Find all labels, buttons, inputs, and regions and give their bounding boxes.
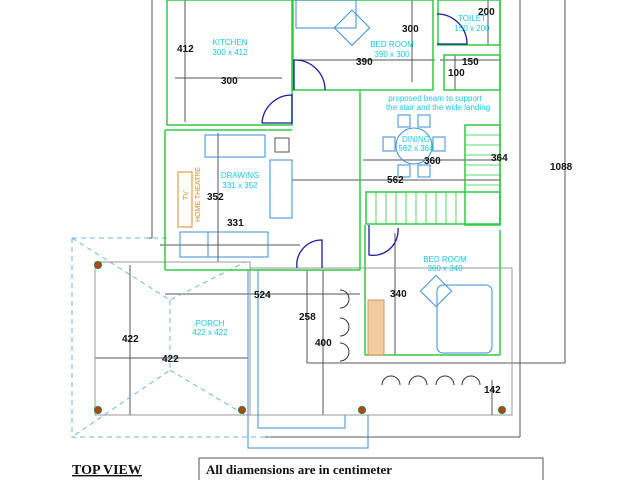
dim-524: 524	[254, 290, 271, 301]
bed-top	[295, 0, 357, 29]
dim-331: 331	[227, 218, 244, 229]
doors	[261, 13, 468, 269]
home-theatre-label: HOME THEATRE	[195, 167, 202, 222]
drawing-label: DRAWING	[221, 171, 259, 180]
bedroom-top-label: BED ROOM	[370, 40, 414, 49]
dim-258: 258	[299, 312, 316, 323]
dining-size: 562 x 364	[398, 144, 434, 153]
seating	[339, 289, 481, 386]
dim-150: 150	[462, 57, 479, 68]
dim-1088: 1088	[550, 162, 573, 173]
tv-unit	[177, 171, 193, 228]
dim-100: 100	[448, 68, 465, 79]
dim-412: 412	[177, 44, 194, 55]
dim-360: 360	[424, 156, 441, 167]
beam-note-line2: the stair and the wide landing	[386, 103, 490, 112]
bedroom-top-size: 390 x 300	[374, 50, 410, 59]
bedroom-bottom-size: 360 x 340	[427, 264, 463, 273]
kitchen-label: KITCHEN	[212, 38, 247, 47]
bedroom-bottom-label: BED ROOM	[423, 255, 467, 264]
dim-364: 364	[491, 153, 508, 164]
outline-lines	[95, 0, 566, 438]
drawing-size: 331 x 352	[222, 181, 258, 190]
stairs	[375, 134, 500, 224]
columns	[94, 261, 506, 414]
view-title: TOP VIEW	[72, 463, 142, 478]
porch-label: PORCH	[196, 319, 225, 328]
dim-562: 562	[387, 175, 404, 186]
furniture	[179, 0, 493, 354]
toilet-label: TOILET	[458, 14, 486, 23]
dim-142: 142	[484, 385, 501, 396]
tv-label: TV	[183, 191, 190, 200]
porch-size: 422 x 422	[192, 328, 228, 337]
dim-400: 400	[315, 338, 332, 349]
dim-422-horizontal: 422	[162, 354, 179, 365]
units-note: All diamensions are in centimeter	[206, 462, 392, 477]
dining-table	[395, 127, 433, 165]
dining-label: DINING	[402, 135, 430, 144]
dim-300-kitchen: 300	[221, 76, 238, 87]
kitchen-size: 300 x 412	[212, 48, 248, 57]
bed-bottom	[436, 284, 493, 354]
dim-300-bedroom: 300	[402, 24, 419, 35]
dim-340: 340	[390, 289, 407, 300]
dim-352: 352	[207, 192, 224, 203]
beam-note-line1: proposed beam to support	[388, 94, 482, 103]
porch-outline	[71, 237, 513, 449]
wardrobe	[367, 299, 385, 356]
dim-200: 200	[478, 7, 495, 18]
dim-390: 390	[356, 57, 373, 68]
toilet-size: 150 x 200	[454, 24, 490, 33]
dim-422-vertical: 422	[122, 334, 139, 345]
sofa	[204, 134, 266, 158]
note-box	[198, 457, 544, 480]
